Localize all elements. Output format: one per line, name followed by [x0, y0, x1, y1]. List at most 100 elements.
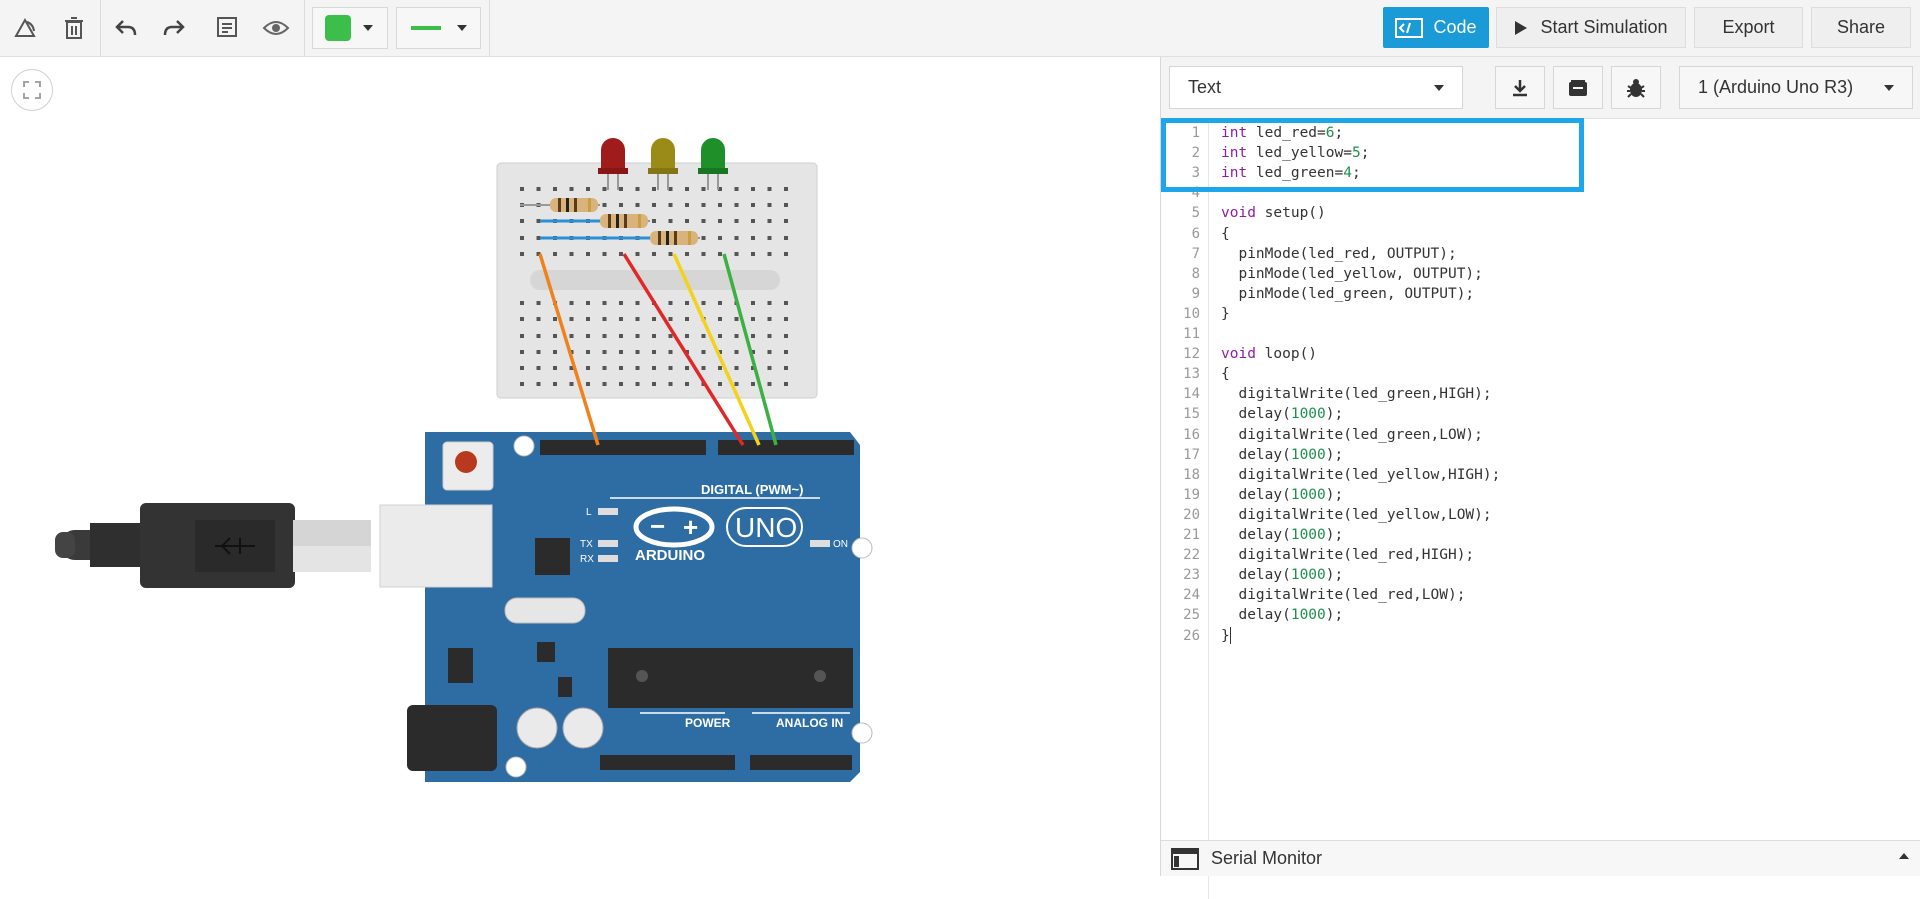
- arduino-uno-board[interactable]: − + UNO ARDUINO DIGITAL (PWM~) ON L TX R…: [379, 432, 873, 782]
- line-number: 23: [1183, 567, 1200, 584]
- breadboard-hole: [619, 334, 623, 338]
- breadboard-hole: [553, 350, 557, 354]
- export-button[interactable]: Export: [1694, 7, 1803, 48]
- wire-green-pin4[interactable]: [722, 253, 778, 446]
- code-button[interactable]: Code: [1383, 7, 1489, 48]
- code-line[interactable]: delay(1000);: [1221, 607, 1344, 624]
- breadboard-hole: [652, 252, 656, 256]
- code-text-area[interactable]: int led_red=6;int led_yellow=5;int led_g…: [1161, 119, 1920, 840]
- code-line[interactable]: digitalWrite(led_green,LOW);: [1221, 426, 1483, 443]
- breadboard-hole: [685, 366, 689, 370]
- breadboard[interactable]: [496, 162, 818, 399]
- code-line[interactable]: digitalWrite(led_red,HIGH);: [1221, 547, 1475, 564]
- code-line[interactable]: digitalWrite(led_red,LOW);: [1221, 587, 1466, 604]
- breadboard-hole: [652, 187, 656, 191]
- wire-style-picker[interactable]: [396, 7, 481, 49]
- breadboard-hole: [668, 334, 673, 338]
- breadboard-hole: [751, 203, 755, 207]
- code-line[interactable]: delay(1000);: [1221, 527, 1344, 543]
- wire-red-pin6[interactable]: [622, 253, 745, 446]
- breadboard-hole: [569, 317, 574, 321]
- breadboard-hole: [668, 317, 673, 321]
- breadboard-hole: [701, 187, 706, 191]
- breadboard-hole: [520, 317, 524, 321]
- libraries-button[interactable]: [1553, 66, 1603, 109]
- wire-yellow-pin5[interactable]: [672, 253, 761, 446]
- breadboard-hole: [586, 382, 590, 386]
- breadboard-hole: [602, 203, 607, 207]
- circuit-drawing: − + UNO ARDUINO DIGITAL (PWM~) ON L TX R…: [55, 138, 873, 782]
- breadboard-hole: [586, 350, 590, 354]
- code-line[interactable]: pinMode(led_yellow, OUTPUT);: [1221, 265, 1483, 282]
- wire-orange-gnd[interactable]: [538, 253, 600, 446]
- fit-view-button[interactable]: [11, 69, 53, 111]
- code-line[interactable]: {: [1221, 225, 1230, 242]
- line-number: 22: [1183, 547, 1200, 564]
- code-line[interactable]: digitalWrite(led_yellow,HIGH);: [1221, 466, 1501, 483]
- rotate-icon[interactable]: [4, 8, 48, 48]
- export-label: Export: [1722, 17, 1775, 37]
- code-line[interactable]: {: [1221, 366, 1230, 383]
- breadboard-hole: [784, 334, 788, 338]
- code-line[interactable]: pinMode(led_red, OUTPUT);: [1221, 245, 1457, 262]
- breadboard-hole: [520, 187, 524, 191]
- on-label: ON: [833, 539, 848, 550]
- code-line[interactable]: int led_yellow=5;: [1221, 145, 1370, 162]
- share-button[interactable]: Share: [1811, 7, 1911, 48]
- breadboard-hole: [619, 252, 623, 256]
- code-line[interactable]: }: [1221, 305, 1230, 322]
- redo-icon[interactable]: [152, 8, 196, 48]
- line-number: 5: [1191, 205, 1200, 222]
- led-red[interactable]: [598, 138, 628, 190]
- resistor-1[interactable]: [520, 198, 600, 212]
- breadboard-hole: [718, 382, 722, 386]
- breadboard-hole: [701, 301, 706, 305]
- breadboard-hole: [635, 334, 640, 338]
- chevron-down-icon: [1884, 84, 1894, 91]
- breadboard-hole: [784, 301, 788, 305]
- undo-icon[interactable]: [104, 8, 148, 48]
- breadboard-hole: [751, 350, 755, 354]
- line-number: 2: [1191, 145, 1200, 162]
- code-line[interactable]: delay(1000);: [1221, 486, 1344, 503]
- code-line[interactable]: delay(1000);: [1221, 446, 1344, 463]
- breadboard-hole: [520, 236, 524, 240]
- code-line[interactable]: int led_red=6;: [1221, 125, 1344, 141]
- code-line[interactable]: digitalWrite(led_yellow,LOW);: [1221, 506, 1492, 523]
- breadboard-hole: [668, 252, 673, 256]
- eye-icon[interactable]: [254, 8, 298, 48]
- breadboard-hole: [586, 317, 590, 321]
- led-green[interactable]: [698, 138, 728, 190]
- breadboard-hole: [718, 317, 722, 321]
- breadboard-hole: [536, 350, 541, 354]
- code-line[interactable]: void setup(): [1221, 205, 1326, 222]
- code-line[interactable]: delay(1000);: [1221, 567, 1344, 584]
- code-line[interactable]: int led_green=4;: [1221, 165, 1361, 182]
- rx-label: RX: [580, 554, 594, 565]
- bug-icon: [1627, 78, 1645, 98]
- debugger-button[interactable]: [1611, 66, 1661, 109]
- breadboard-hole: [685, 317, 689, 321]
- code-line[interactable]: }: [1221, 627, 1231, 644]
- circuit-canvas[interactable]: − + UNO ARDUINO DIGITAL (PWM~) ON L TX R…: [0, 57, 1160, 876]
- serial-monitor-bar[interactable]: Serial Monitor: [1161, 840, 1920, 876]
- led-yellow[interactable]: [648, 138, 678, 190]
- code-line[interactable]: delay(1000);: [1221, 406, 1344, 423]
- share-label: Share: [1836, 17, 1886, 37]
- start-simulation-button[interactable]: Start Simulation: [1496, 7, 1686, 48]
- code-line[interactable]: pinMode(led_green, OUTPUT);: [1221, 285, 1475, 302]
- notes-icon[interactable]: [205, 8, 249, 48]
- device-select[interactable]: 1 (Arduino Uno R3): [1679, 66, 1913, 109]
- download-code-button[interactable]: [1495, 66, 1545, 109]
- code-line[interactable]: void loop(): [1221, 346, 1318, 363]
- breadboard-hole: [536, 252, 541, 256]
- fill-color-picker[interactable]: [312, 7, 388, 49]
- breadboard-hole: [734, 350, 739, 354]
- breadboard-hole: [701, 203, 706, 207]
- breadboard-hole: [602, 301, 607, 305]
- code-mode-select[interactable]: Text: [1169, 66, 1463, 109]
- breadboard-hole: [784, 366, 788, 370]
- breadboard-hole: [635, 366, 640, 370]
- trash-icon[interactable]: [52, 8, 96, 48]
- code-line[interactable]: digitalWrite(led_green,HIGH);: [1221, 386, 1492, 403]
